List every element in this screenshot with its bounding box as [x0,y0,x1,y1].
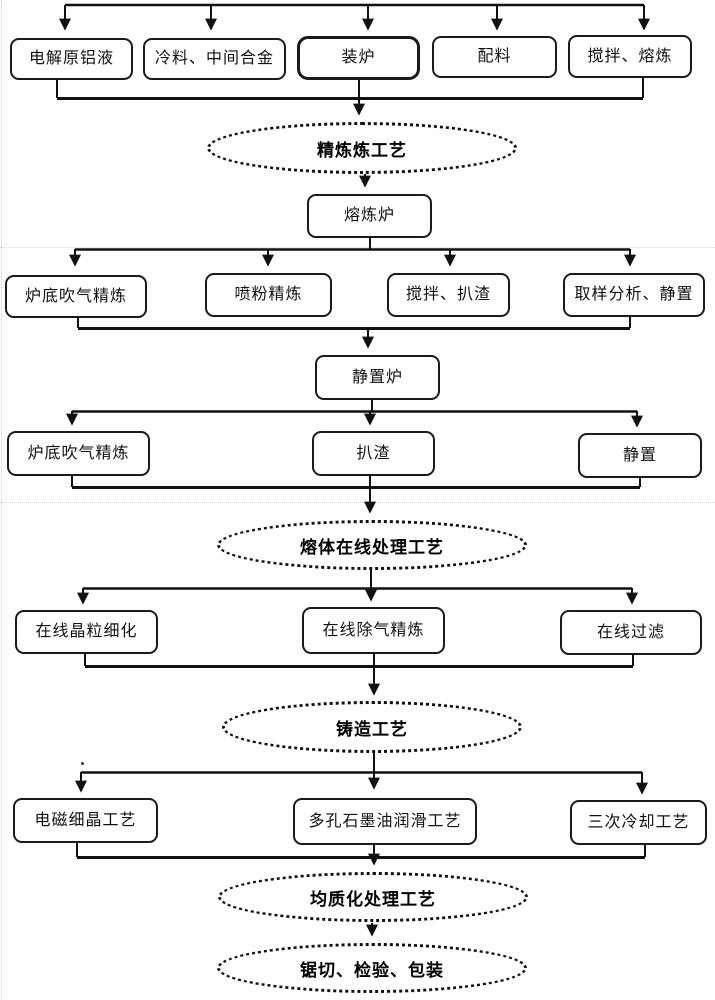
box-holding: 静置 [578,433,702,478]
box-online-grain-refining: 在线晶粒细化 [15,610,158,654]
box-label: 在线过滤 [596,623,665,641]
ellipse-homogenization-process: 均质化处理工艺 [218,872,528,922]
box-label: 取样分析、静置 [574,286,694,304]
box-label: 装炉 [341,49,376,67]
stage-label: 锯切、检验、包装 [300,960,444,980]
box-charging-furnace: 装炉 [297,36,420,80]
box-online-degassing-refining: 在线除气精炼 [302,607,445,654]
box-sampling-analysis-holding: 取样分析、静置 [563,273,705,317]
box-label: 炉底吹气精炼 [24,287,127,305]
box-label: 静置炉 [351,368,403,386]
box-label: 炉底吹气精炼 [27,444,130,462]
box-powder-injection-refining: 喷粉精炼 [205,273,332,317]
connector-stage3-distribution [75,753,648,795]
scan-artifact-line [0,247,715,248]
box-melting-furnace: 熔炼炉 [307,194,432,238]
box-electromagnetic-grain-process: 电磁细晶工艺 [13,798,158,843]
connector-row4-merge [84,653,634,696]
box-label: 电磁细晶工艺 [34,811,137,829]
box-label: 在线晶粒细化 [35,623,138,641]
box-label: 多孔石墨油润滑工艺 [308,812,462,830]
stage-label: 精炼炼工艺 [317,140,407,160]
box-label: 静置 [622,446,657,464]
box-label: 在线除气精炼 [322,621,425,639]
box-label: 冷料、中间合金 [154,50,274,68]
box-label: 喷粉精炼 [234,286,303,304]
box-slag-skimming: 扒渣 [312,431,435,476]
box-label: 搅拌、熔炼 [587,47,673,65]
stage-label: 铸造工艺 [336,719,408,739]
box-label: 配料 [477,48,512,66]
connector-row1-merge [56,78,644,116]
box-label: 三次冷却工艺 [587,813,690,831]
box-batching: 配料 [432,36,557,78]
scan-artifact-line [0,502,715,503]
connector-holding-furnace-distribution [66,400,643,428]
box-holding-furnace: 静置炉 [315,355,440,400]
stage-label: 均质化处理工艺 [310,889,436,909]
ellipse-sawing-inspection-packing: 锯切、检验、包装 [217,943,527,993]
stage-label: 熔体在线处理工艺 [300,537,444,557]
box-triple-cooling-process: 三次冷却工艺 [570,800,707,845]
box-label: 扒渣 [356,444,391,462]
box-furnace-bottom-gas-refining-1: 炉底吹气精炼 [5,275,147,318]
connector-row5-merge [76,843,646,866]
box-cold-material-master-alloy: 冷料、中间合金 [143,38,286,80]
box-porous-graphite-oil-lubrication-process: 多孔石墨油润滑工艺 [293,798,477,845]
box-label: 搅拌、扒渣 [405,286,491,304]
box-furnace-bottom-gas-refining-2: 炉底吹气精炼 [7,431,150,476]
box-stirring-melting: 搅拌、熔炼 [568,35,692,78]
connector-row2-merge [77,317,631,349]
box-online-filtering: 在线过滤 [560,610,702,655]
box-label: 熔炼炉 [343,207,395,225]
ellipse-refining-process: 精炼炼工艺 [207,122,517,174]
stray-dot-mark [81,762,84,765]
connector-stage2-distribution [77,570,638,605]
ellipse-melt-online-processing: 熔体在线处理工艺 [217,520,527,570]
box-electrolytic-aluminum-liquid: 电解原铝液 [10,38,133,80]
connector-row3-merge [71,476,641,514]
ellipse-casting-process: 铸造工艺 [222,701,522,753]
box-label: 电解原铝液 [28,50,114,68]
connector-melting-furnace-distribution [69,238,636,267]
box-stirring-slag-skimming: 搅拌、扒渣 [387,273,510,317]
scan-edge-dotted-line [1,0,2,1000]
connector-top-distribution [59,3,650,31]
